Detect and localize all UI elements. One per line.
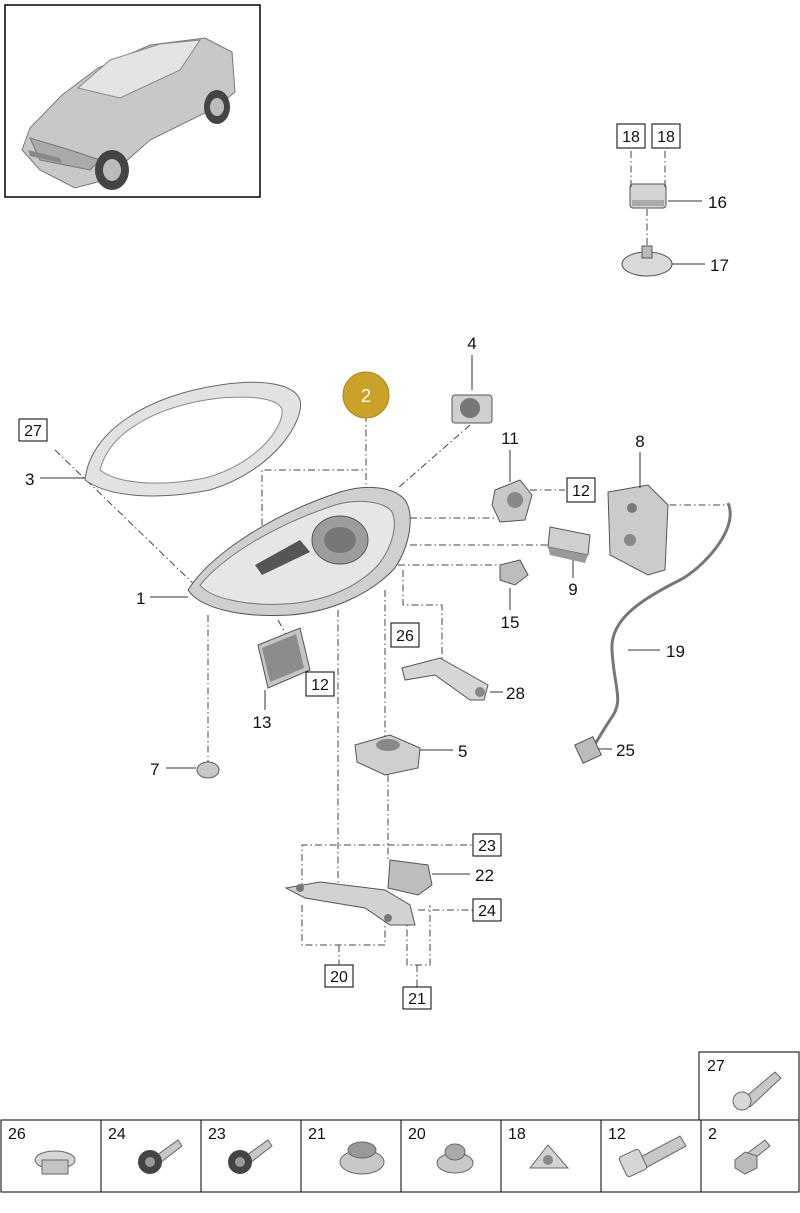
label-9[interactable]: 9 <box>568 580 577 599</box>
parts-tiles-row: 26 24 23 21 <box>0 1119 800 1193</box>
part-8-bracket-plate[interactable] <box>607 484 669 576</box>
part-13-ballast[interactable] <box>257 627 311 689</box>
label-18-right[interactable]: 18 <box>651 123 681 149</box>
part-9-module[interactable] <box>547 526 591 563</box>
label-22[interactable]: 22 <box>475 866 494 885</box>
label-12-top[interactable]: 12 <box>566 477 596 503</box>
svg-text:20: 20 <box>408 1126 426 1143</box>
label-13[interactable]: 13 <box>253 713 272 732</box>
svg-text:21: 21 <box>308 1126 326 1143</box>
part-1-headlight-housing[interactable] <box>187 486 411 616</box>
svg-text:26: 26 <box>396 628 414 645</box>
part-25-connector[interactable] <box>574 736 602 764</box>
car-icon <box>21 37 236 190</box>
svg-text:18: 18 <box>622 129 640 146</box>
label-8[interactable]: 8 <box>635 432 644 451</box>
screw-27-icon <box>732 1071 782 1111</box>
label-12-middle[interactable]: 12 <box>305 671 335 697</box>
label-17[interactable]: 17 <box>710 256 729 275</box>
label-7[interactable]: 7 <box>150 760 159 779</box>
svg-text:23: 23 <box>478 838 496 855</box>
part-19-wiring-harness[interactable] <box>586 502 732 756</box>
tile-21[interactable]: 21 <box>300 1119 402 1193</box>
screw-12-icon <box>618 1135 687 1178</box>
svg-text:23: 23 <box>208 1126 226 1143</box>
label-23-box[interactable]: 23 <box>472 833 502 857</box>
svg-text:12: 12 <box>572 483 590 500</box>
svg-text:2: 2 <box>361 386 371 406</box>
label-27-box[interactable]: 27 <box>18 418 48 442</box>
label-3[interactable]: 3 <box>25 470 34 489</box>
tile-23[interactable]: 23 <box>200 1119 302 1193</box>
svg-text:12: 12 <box>311 677 329 694</box>
label-19[interactable]: 19 <box>666 642 685 661</box>
svg-text:24: 24 <box>108 1126 126 1143</box>
vehicle-thumbnail[interactable] <box>4 4 261 198</box>
svg-text:12: 12 <box>608 1126 626 1143</box>
tile-24[interactable]: 24 <box>100 1119 202 1193</box>
svg-text:20: 20 <box>330 969 348 986</box>
label-18-left[interactable]: 18 <box>616 123 646 149</box>
svg-text:18: 18 <box>508 1126 526 1143</box>
label-25[interactable]: 25 <box>616 741 635 760</box>
grommet-icon <box>339 1141 385 1175</box>
svg-text:24: 24 <box>478 903 496 920</box>
hex-bolt-icon <box>734 1139 771 1175</box>
part-7-cap[interactable] <box>196 761 220 779</box>
callout-2-badge[interactable]: 2 <box>342 371 390 419</box>
part-22-lower-bracket[interactable] <box>284 859 433 926</box>
svg-text:27: 27 <box>707 1058 725 1075</box>
part-28-bracket[interactable] <box>401 657 489 701</box>
label-15[interactable]: 15 <box>501 613 520 632</box>
label-4[interactable]: 4 <box>467 334 476 353</box>
tile-20[interactable]: 20 <box>400 1119 502 1193</box>
label-1[interactable]: 1 <box>136 589 145 608</box>
tile-18[interactable]: 18 <box>500 1119 602 1193</box>
bolt-washer-icon <box>138 1139 183 1174</box>
part-11-actuator[interactable] <box>491 479 533 523</box>
plug-icon <box>34 1150 76 1175</box>
label-26-box[interactable]: 26 <box>390 622 420 648</box>
label-20-box[interactable]: 20 <box>324 964 354 988</box>
tile-2[interactable]: 2 <box>700 1119 800 1193</box>
svg-text:26: 26 <box>8 1126 26 1143</box>
bolt-washer-icon <box>228 1139 273 1174</box>
svg-text:18: 18 <box>657 129 675 146</box>
part-3-headlight-frame[interactable] <box>84 381 302 497</box>
svg-text:21: 21 <box>408 991 426 1008</box>
spring-nut-icon <box>528 1144 570 1169</box>
part-17-bracket[interactable] <box>621 245 673 277</box>
label-16[interactable]: 16 <box>708 193 727 212</box>
label-11[interactable]: 11 <box>501 429 519 448</box>
svg-text:2: 2 <box>708 1126 717 1143</box>
label-21-box[interactable]: 21 <box>402 986 432 1010</box>
clip-nut-icon <box>436 1143 474 1174</box>
part-4-fan[interactable] <box>451 394 493 424</box>
svg-text:27: 27 <box>24 423 42 440</box>
part-15-sensor[interactable] <box>499 559 529 586</box>
tile-26[interactable]: 26 <box>0 1119 102 1193</box>
label-28[interactable]: 28 <box>506 684 525 703</box>
part-16-control-unit[interactable] <box>629 183 667 209</box>
tile-12[interactable]: 12 <box>600 1119 702 1193</box>
label-5[interactable]: 5 <box>458 742 467 761</box>
top-tile-27[interactable]: 27 <box>698 1051 800 1121</box>
label-24-box[interactable]: 24 <box>472 898 502 922</box>
part-5-led-module[interactable] <box>354 734 421 776</box>
